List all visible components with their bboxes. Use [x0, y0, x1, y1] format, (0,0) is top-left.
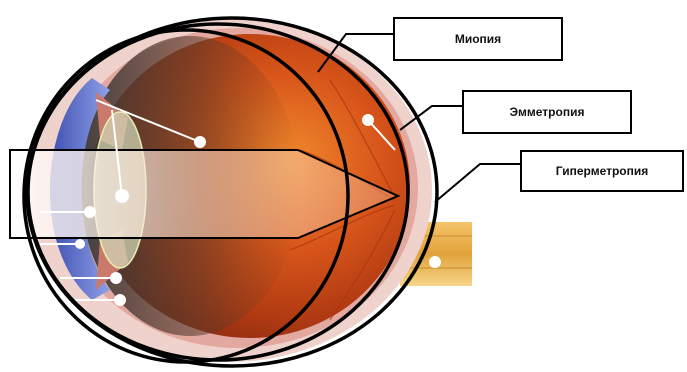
label-emmetropia: Эмметропия [462, 90, 632, 134]
label-myopia: Миопия [393, 17, 563, 61]
label-hypermetropia: Гиперметропия [520, 150, 684, 192]
